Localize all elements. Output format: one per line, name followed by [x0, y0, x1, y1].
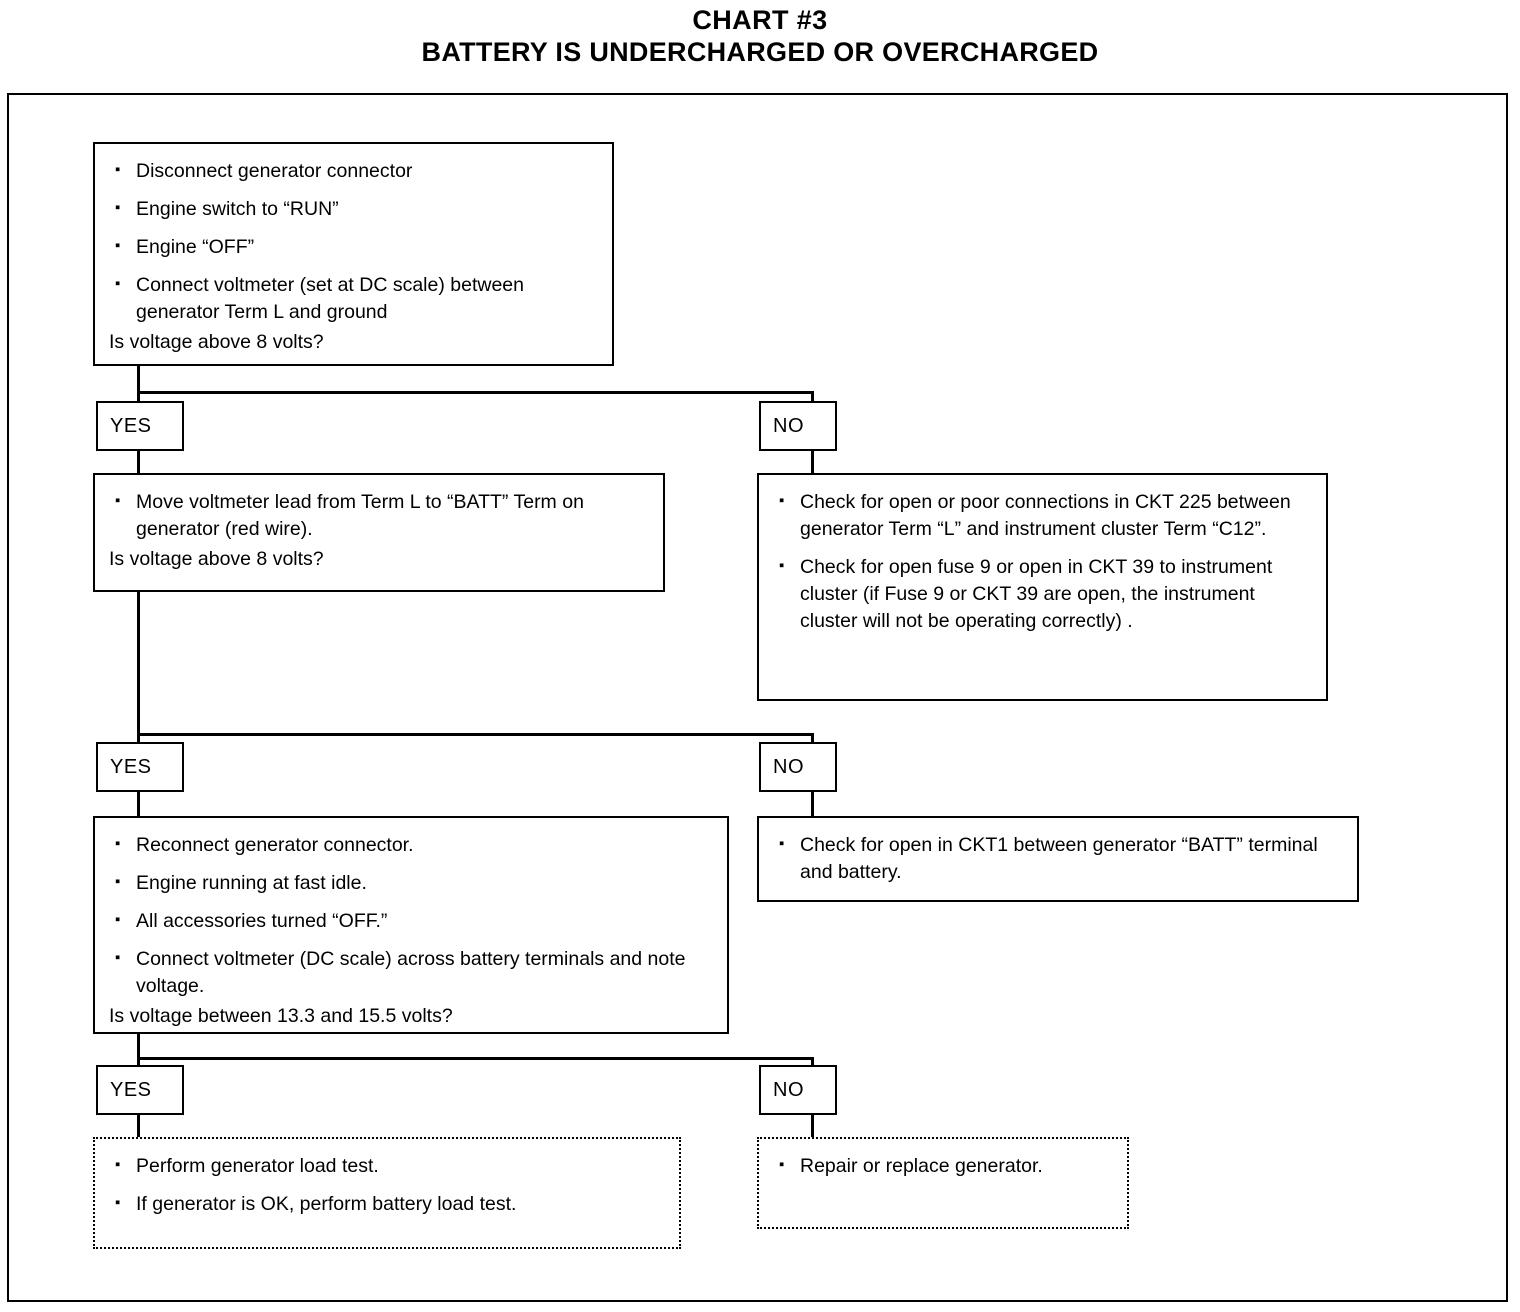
bullet-item: If generator is OK, perform battery load… — [109, 1189, 663, 1218]
branch-label-no-1: NO — [759, 401, 837, 451]
connector-step1-stub — [137, 366, 140, 394]
branch-label-yes-2: YES — [96, 742, 184, 792]
node-step3-question: Is voltage between 13.3 and 15.5 volts? — [109, 1005, 453, 1027]
branch-label-text: NO — [773, 414, 804, 437]
node-step1: Disconnect generator connector Engine sw… — [93, 142, 614, 366]
branch-label-text: YES — [110, 755, 152, 778]
node-step3-yes-result: Perform generator load test. If generato… — [93, 1137, 681, 1249]
bullet-item: Connect voltmeter (DC scale) across batt… — [109, 944, 711, 1000]
branch-label-yes-3: YES — [96, 1065, 184, 1115]
bullet-item: Engine “OFF” — [109, 232, 596, 261]
connector-yes2-to-step3 — [137, 792, 140, 817]
branch-label-text: NO — [773, 755, 804, 778]
bullet-item: Reconnect generator connector. — [109, 830, 711, 859]
connector-yes3-to-result — [137, 1115, 140, 1138]
node-step3-yes-bullets: Perform generator load test. If generato… — [109, 1151, 663, 1218]
node-step3-no-bullets: Repair or replace generator. — [773, 1151, 1111, 1180]
bullet-item: Check for open fuse 9 or open in CKT 39 … — [773, 552, 1310, 635]
bullet-item: Engine switch to “RUN” — [109, 194, 596, 223]
bullet-item: Check for open in CKT1 between generator… — [773, 830, 1341, 886]
connector-step1-no-down — [811, 391, 814, 402]
node-step2-question: Is voltage above 8 volts? — [109, 548, 324, 570]
bullet-item: All accessories turned “OFF.” — [109, 906, 711, 935]
connector-step2-branch — [137, 733, 814, 736]
node-step1-bullets: Disconnect generator connector Engine sw… — [109, 156, 596, 326]
node-step2-bullets: Move voltmeter lead from Term L to “BATT… — [109, 487, 647, 543]
branch-label-no-2: NO — [759, 742, 837, 792]
branch-label-yes-1: YES — [96, 401, 184, 451]
connector-step3-no-down — [811, 1057, 814, 1068]
branch-label-text: YES — [110, 1078, 152, 1101]
bullet-item: Connect voltmeter (set at DC scale) betw… — [109, 270, 596, 326]
connector-step1-branch — [137, 391, 814, 394]
bullet-item: Disconnect generator connector — [109, 156, 596, 185]
connector-step3-stub — [137, 1034, 140, 1060]
node-step1-no: Check for open or poor connections in CK… — [757, 473, 1328, 701]
node-step1-no-bullets: Check for open or poor connections in CK… — [773, 487, 1310, 635]
branch-label-text: NO — [773, 1078, 804, 1101]
bullet-item: Check for open or poor connections in CK… — [773, 487, 1310, 543]
connector-no2-to-step2no — [811, 792, 814, 817]
connector-step3-branch — [137, 1057, 814, 1060]
connector-step2-stub — [137, 592, 140, 736]
connector-step1-yes-down — [137, 391, 140, 402]
node-step2-no-bullets: Check for open in CKT1 between generator… — [773, 830, 1341, 886]
connector-step3-yes-down — [137, 1057, 140, 1068]
branch-label-no-3: NO — [759, 1065, 837, 1115]
title-line-2: BATTERY IS UNDERCHARGED OR OVERCHARGED — [421, 37, 1099, 67]
node-step3-bullets: Reconnect generator connector. Engine ru… — [109, 830, 711, 1000]
page-border-frame — [7, 93, 1508, 1302]
connector-yes1-to-step2 — [137, 451, 140, 474]
branch-label-text: YES — [110, 414, 152, 437]
bullet-item: Engine running at fast idle. — [109, 868, 711, 897]
connector-step2-no-down — [811, 733, 814, 744]
bullet-item: Perform generator load test. — [109, 1151, 663, 1180]
node-step2-no: Check for open in CKT1 between generator… — [757, 816, 1359, 902]
title-line-1: CHART #3 — [692, 5, 828, 35]
connector-step2-yes-down — [137, 733, 140, 744]
node-step1-question: Is voltage above 8 volts? — [109, 331, 324, 353]
bullet-item: Move voltmeter lead from Term L to “BATT… — [109, 487, 647, 543]
node-step3: Reconnect generator connector. Engine ru… — [93, 816, 729, 1034]
bullet-item: Repair or replace generator. — [773, 1151, 1111, 1180]
connector-no1-to-step1no — [811, 451, 814, 474]
node-step3-no-result: Repair or replace generator. — [757, 1137, 1129, 1229]
page-title: CHART #3 BATTERY IS UNDERCHARGED OR OVER… — [0, 4, 1520, 68]
node-step2: Move voltmeter lead from Term L to “BATT… — [93, 473, 665, 592]
connector-no3-to-result — [811, 1115, 814, 1138]
